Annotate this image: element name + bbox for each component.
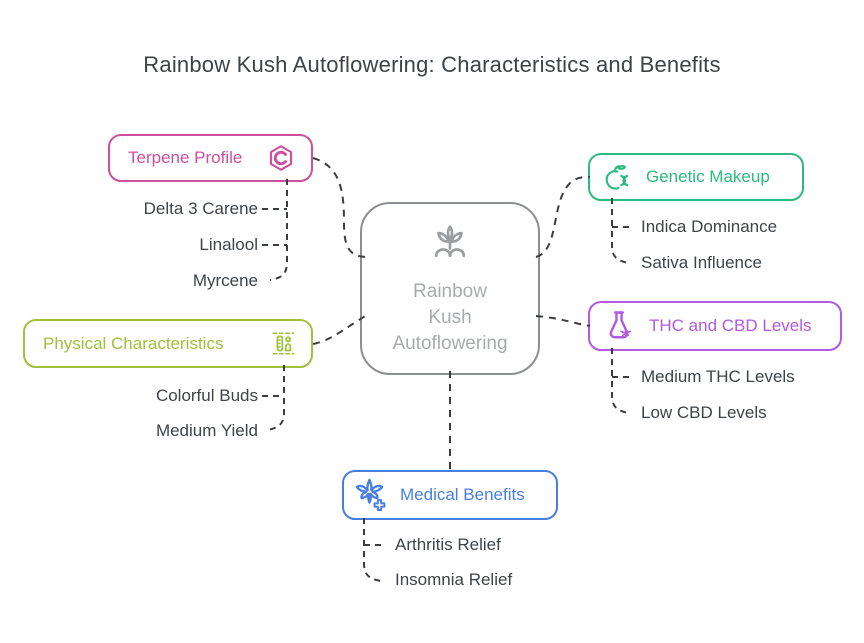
terpene-hexagon-c-icon — [266, 143, 296, 173]
branch-label-physical-characteristics: Physical Characteristics — [43, 333, 224, 353]
apple-dna-icon — [601, 160, 635, 194]
connector-genetic-items — [611, 198, 634, 264]
connector-physical-items — [262, 365, 285, 431]
connector-thc-items — [611, 348, 634, 414]
item-sativa-influence[interactable]: Sativa Influence — [641, 253, 762, 272]
item-insomnia-relief[interactable]: Insomnia Relief — [395, 570, 513, 589]
branch-box-genetic-makeup[interactable]: Genetic Makeup — [588, 153, 804, 201]
diagram-title: Rainbow Kush Autoflowering: Characterist… — [143, 52, 721, 77]
center-label-line: Autoflowering — [392, 333, 508, 354]
item-colorful-buds[interactable]: Colorful Buds — [155, 386, 258, 405]
branch-label-thc-cbd-levels: THC and CBD Levels — [649, 316, 812, 335]
branch-label-genetic-makeup: Genetic Makeup — [646, 167, 770, 186]
center-label-line: Rainbow — [413, 281, 487, 302]
item-medium-thc-levels[interactable]: Medium THC Levels — [641, 367, 795, 386]
branch-box-physical-characteristics[interactable]: Physical Characteristics — [23, 319, 313, 368]
item-medium-yield[interactable]: Medium Yield — [155, 421, 258, 440]
connector-center-to-genetic — [535, 176, 591, 258]
item-indica-dominance[interactable]: Indica Dominance — [641, 217, 778, 236]
item-arthritis-relief[interactable]: Arthritis Relief — [395, 535, 501, 554]
branch-box-thc-cbd-levels[interactable]: THC and CBD Levels — [588, 301, 842, 351]
connector-terpene-items — [262, 179, 288, 281]
sprout-icon — [427, 221, 473, 269]
center-node[interactable]: Rainbow Kush Autoflowering — [360, 202, 540, 375]
connector-medical-items — [363, 518, 386, 582]
connector-physical-to-center — [312, 314, 368, 345]
center-label-line: Kush — [428, 307, 472, 328]
branch-label-medical-benefits: Medical Benefits — [400, 485, 525, 504]
item-low-cbd-levels[interactable]: Low CBD Levels — [641, 403, 767, 422]
item-myrcene[interactable]: Myrcene — [192, 271, 258, 290]
item-delta-3-carene[interactable]: Delta 3 Carene — [143, 199, 258, 218]
flask-leaf-icon — [601, 308, 637, 344]
branch-label-terpene-profile: Terpene Profile — [128, 148, 243, 167]
center-label: Rainbow Kush Autoflowering — [392, 279, 507, 357]
item-linalool[interactable]: Linalool — [199, 235, 258, 254]
connector-center-to-thc — [535, 315, 591, 327]
leaf-cross-icon — [354, 477, 390, 513]
branch-box-medical-benefits[interactable]: Medical Benefits — [342, 470, 558, 520]
height-ruler-icon — [269, 329, 298, 358]
branch-box-terpene-profile[interactable]: Terpene Profile — [108, 134, 313, 182]
